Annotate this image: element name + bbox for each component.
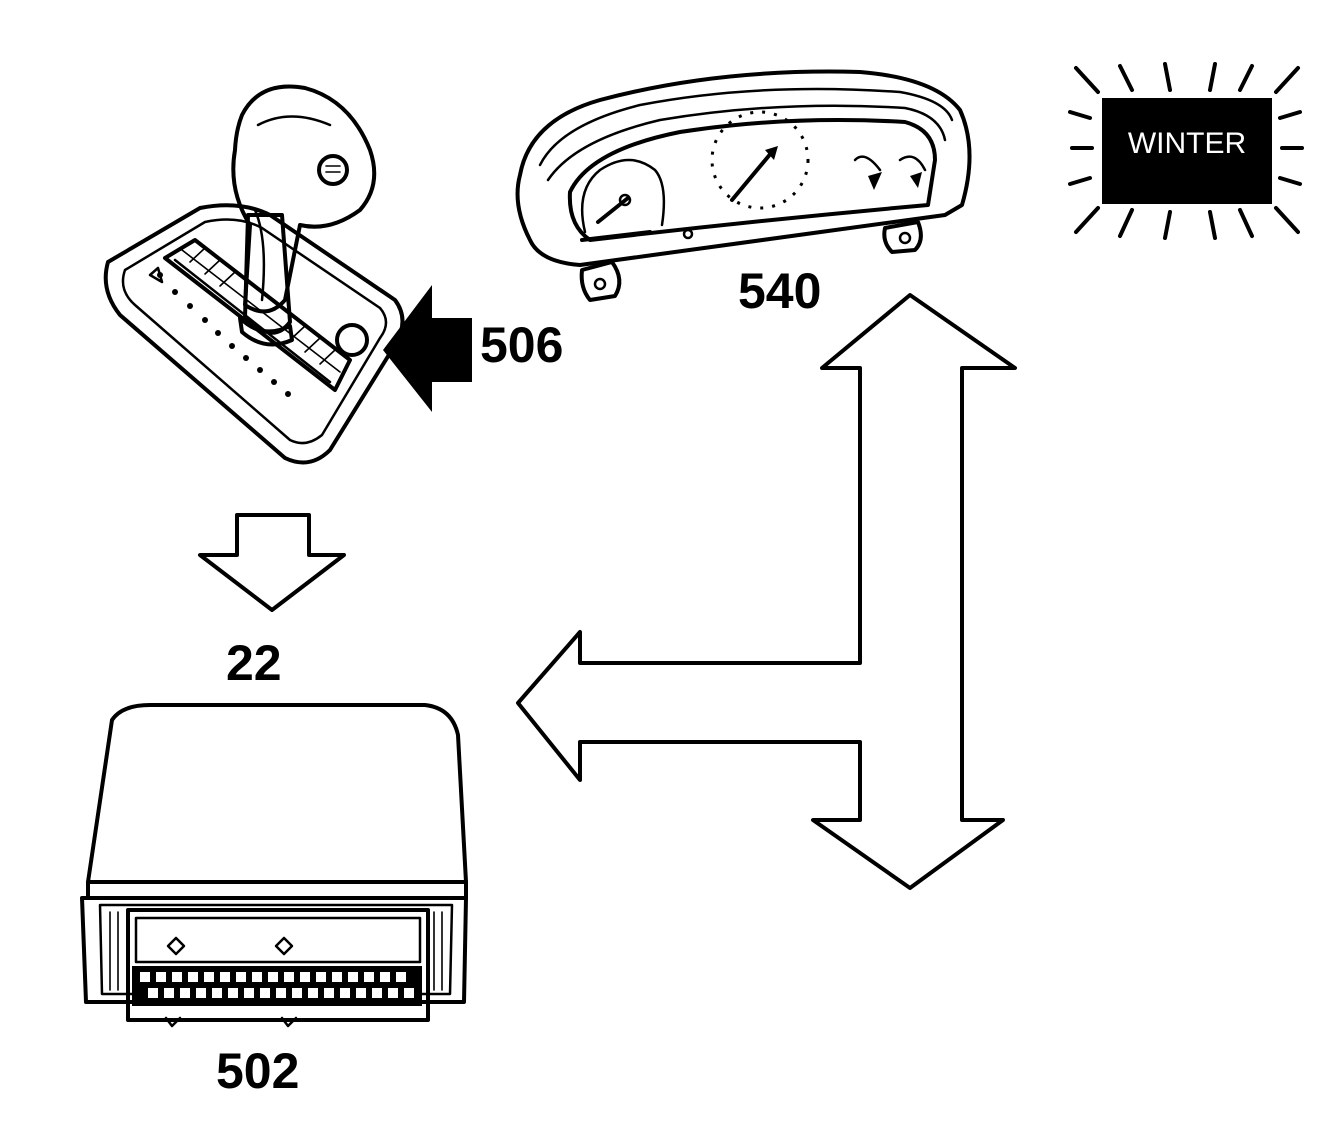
gear-shifter: [103, 84, 405, 465]
down-arrow-22: [198, 513, 346, 612]
ref-label-506: 506: [480, 317, 563, 373]
connector-pins: [140, 972, 414, 998]
control-unit: [80, 703, 468, 1028]
pointer-arrow-506: [383, 285, 472, 412]
bus-arrow: [516, 293, 1017, 890]
winter-label: WINTER: [1128, 127, 1246, 160]
winter-lamp: [1102, 98, 1272, 204]
winter-rays: [1068, 62, 1304, 240]
winter-indicator: WINTER: [1068, 62, 1304, 240]
ref-label-540: 540: [738, 263, 821, 319]
instrument-cluster: [515, 69, 972, 302]
ref-label-22: 22: [226, 635, 282, 691]
ref-label-502: 502: [216, 1043, 299, 1099]
